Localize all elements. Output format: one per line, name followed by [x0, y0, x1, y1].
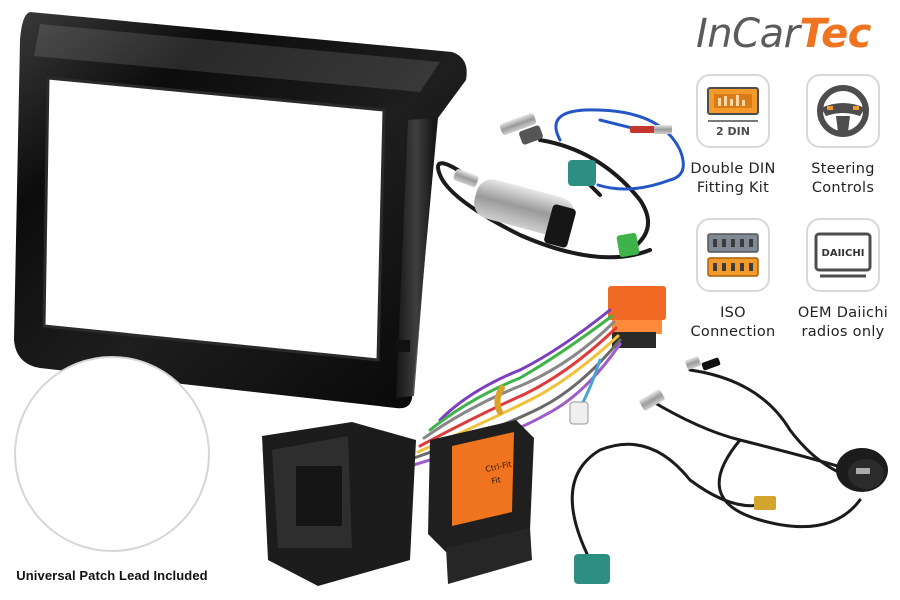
steering-wheel-icon — [817, 85, 869, 137]
steering-feature-tile — [806, 74, 880, 148]
radio-display-icon: DAIICHI — [814, 232, 872, 278]
brand-name-part1: InCar — [696, 11, 800, 57]
double-din-icon-text: 2 DIN — [716, 125, 750, 138]
fakra-extension — [570, 442, 776, 584]
brand-name-part2: Tec — [799, 11, 872, 57]
double-din-feature-tile: 2 DIN — [696, 74, 770, 148]
brand-logo: InCarTec — [696, 10, 872, 58]
iso-feature-tile — [696, 218, 770, 292]
patch-lead-circle — [14, 356, 210, 552]
interface-label-line2: Fit — [491, 475, 502, 486]
iso-connector-icon — [707, 233, 759, 277]
patch-lead-caption: Universal Patch Lead Included — [16, 568, 208, 583]
steering-label: Steering Controls — [811, 161, 875, 196]
fascia-panel — [14, 12, 467, 409]
oem-radio-feature-tile: DAIICHI — [806, 218, 880, 292]
radio-display-icon-text: DAIICHI — [822, 248, 865, 259]
antenna-adapter — [436, 108, 685, 260]
oem-radio-label: OEM Daiichi radios only — [797, 305, 889, 340]
steering-harness — [262, 286, 666, 586]
iso-label: ISO Connection — [690, 305, 776, 340]
aux-usb-lead — [639, 356, 888, 529]
double-din-icon: 2 DIN — [707, 87, 759, 138]
double-din-label: Double DIN Fitting Kit — [690, 161, 776, 196]
